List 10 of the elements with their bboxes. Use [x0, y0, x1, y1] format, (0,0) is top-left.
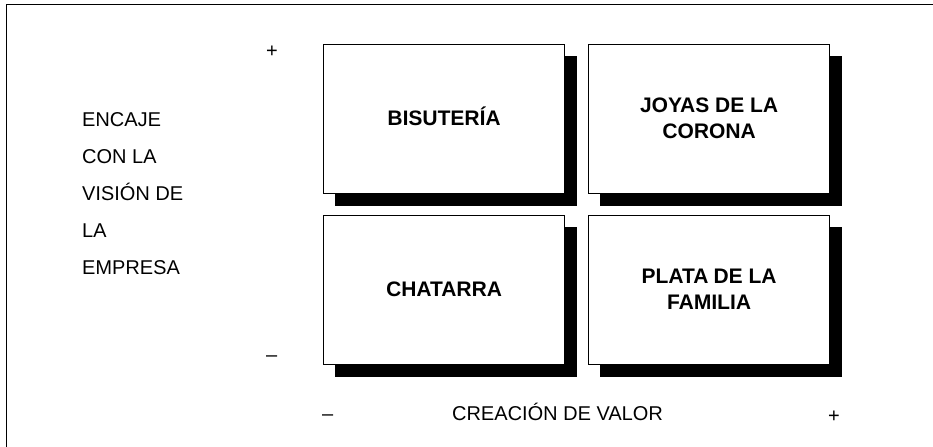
- axis-sign: –: [322, 403, 334, 426]
- axis-sign: +: [266, 40, 278, 63]
- quadrant-title: BISUTERÍA: [387, 106, 501, 132]
- axis-title: CREACIÓN DE VALOR: [452, 403, 663, 426]
- quadrant-title: PLATA DE LA FAMILIA: [640, 264, 778, 316]
- quadrant-title: JOYAS DE LA CORONA: [638, 93, 780, 145]
- axis-sign: +: [828, 405, 840, 428]
- quadrant-title: CHATARRA: [386, 277, 502, 303]
- axis-sign: –: [266, 344, 278, 367]
- axis-title: ENCAJE CON LA VISIÓN DE LA EMPRESA: [82, 108, 184, 281]
